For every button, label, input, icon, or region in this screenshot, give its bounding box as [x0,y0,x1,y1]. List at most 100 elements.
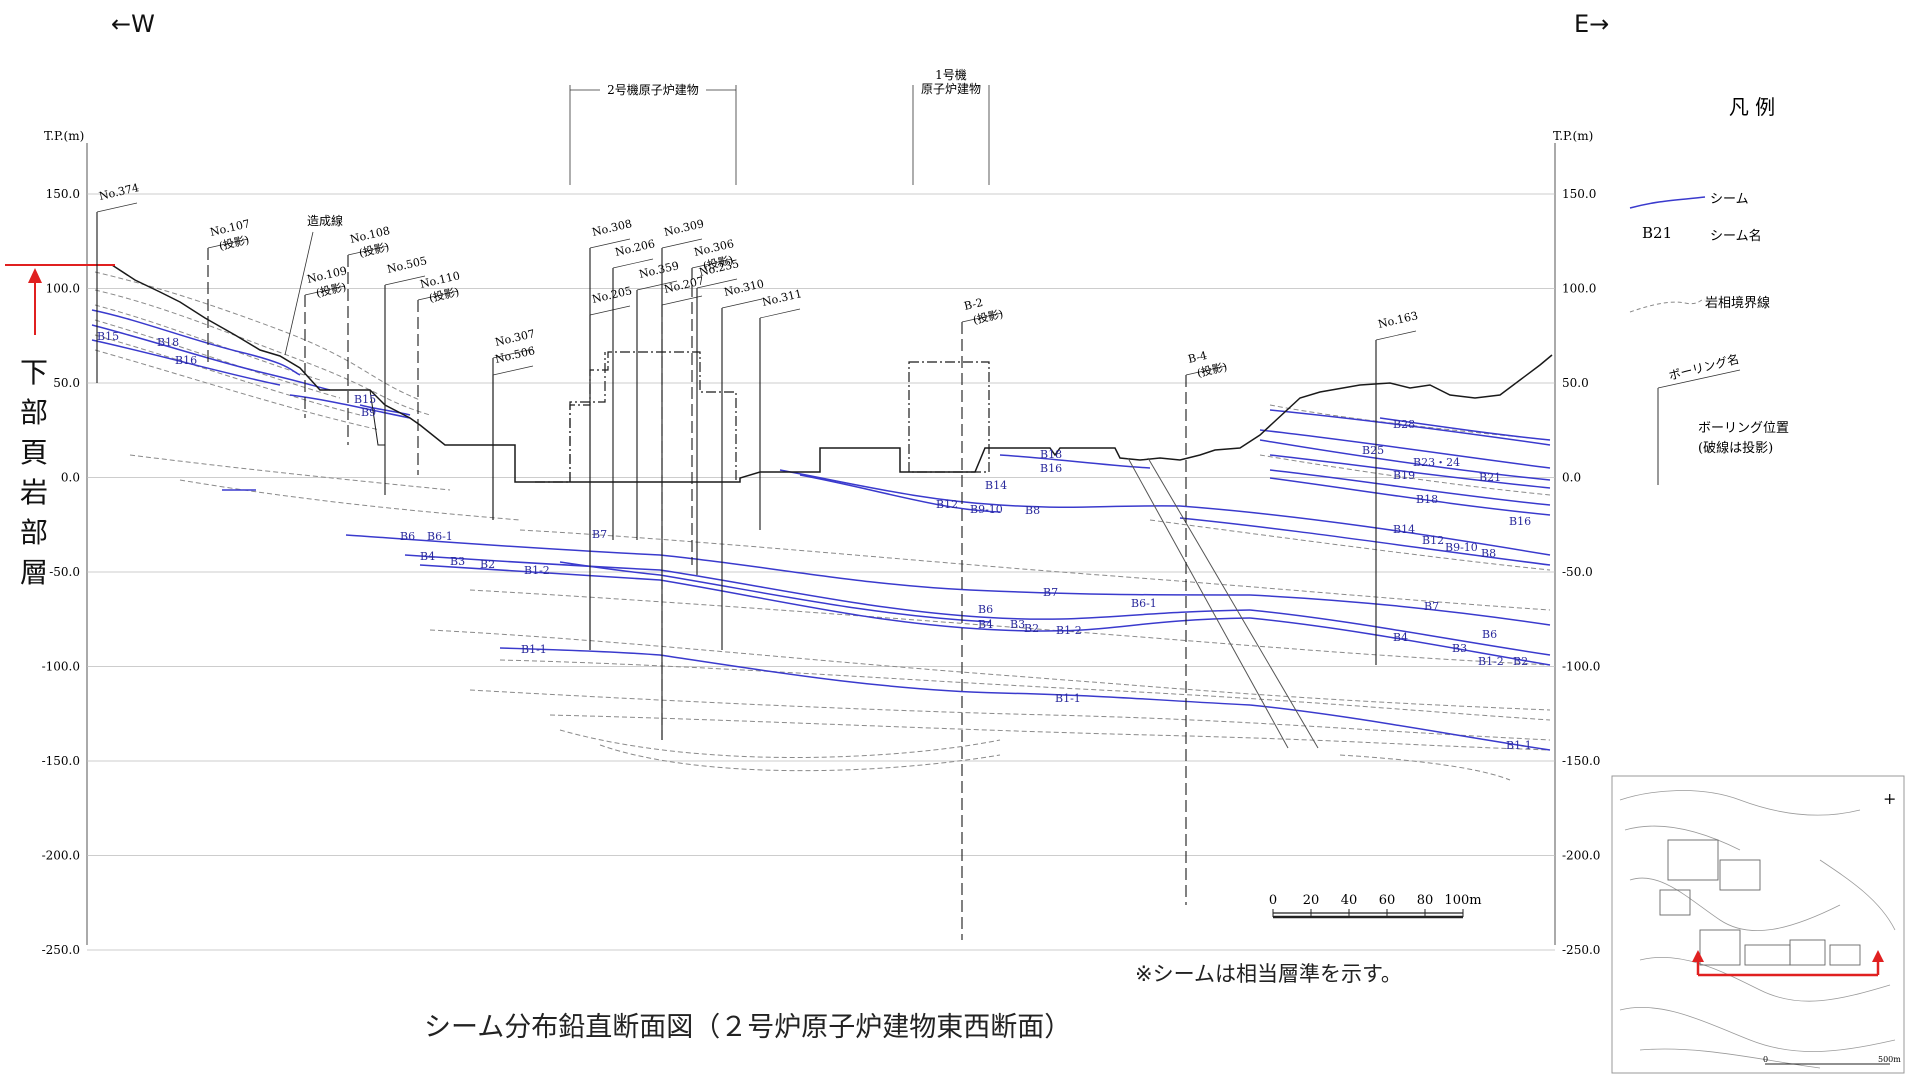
legend-seam-name-label: シーム名 [1710,228,1762,244]
legend-title: 凡 例 [1729,95,1775,119]
seam-label: B9-10 [1445,541,1478,554]
borehole-projection-note: (投影) [315,279,348,300]
unit2-reactor-building [535,351,737,483]
borehole-name: No.207 [663,274,705,296]
borehole-name: No.310 [723,277,765,299]
seam-label: B7 [592,528,607,541]
seam-label: B14 [1393,523,1415,536]
borehole-name: No.311 [761,287,803,309]
borehole-tag-leader [696,278,738,289]
tick-label-left: 150.0 [46,187,80,201]
borehole-name: B-4 [1187,349,1208,366]
seam-label: B28 [1393,418,1415,431]
tick-label-left: -250.0 [42,943,80,957]
legend-boring-position-line2: (破線は投影) [1698,440,1773,456]
seam-label: B6 [400,530,415,543]
tick-label-right: -50.0 [1562,565,1593,579]
seam-label: B25 [1362,444,1384,457]
seam-label: B18 [1416,493,1438,506]
legend-seam-line [1629,196,1706,209]
minimap-section-line [1692,950,1884,977]
seam-label: B16 [1509,515,1531,528]
borehole-tag-leader [661,238,703,249]
borehole-name: No.359 [638,259,680,281]
tick-label-right: -100.0 [1562,660,1600,674]
tick-label-left: 50.0 [53,376,80,390]
borehole-tag-leader [417,290,459,301]
legend-seam-name-sample: B21 [1642,224,1672,242]
seam-label: B16 [1040,462,1062,475]
tick-label-left: 100.0 [46,282,80,296]
borehole-name: No.163 [1377,309,1419,331]
borehole-lines: No.374No.107(投影)No.108(投影)No.109(投影)No.5… [96,181,1419,940]
borehole-tag-leader [304,285,346,296]
tick-label-left: -150.0 [42,754,80,768]
borehole-name: No.309 [663,217,705,239]
seam-label: B6-1 [427,530,453,543]
legend-boundary-label: 岩相境界線 [1705,295,1770,311]
tick-label-left: -100.0 [42,660,80,674]
scale-bar-label: 60 [1379,893,1396,908]
seam-label: B4 [1393,631,1408,644]
seam-label: B8 [1481,547,1496,560]
seam-label: B3 [1452,642,1467,655]
seam-label: B7 [1424,600,1439,613]
seam-label: B12 [936,498,958,511]
seam-label: B18 [157,336,179,349]
seam-label: B9 [361,406,376,419]
tick-label-right: -150.0 [1562,754,1600,768]
unit1-building-label-line1: 1号機 [935,67,967,82]
seam-label: B2 [480,558,495,571]
lower-shale-member-label: 下部頁岩部層 [19,356,48,589]
scale-bar-label: 20 [1303,893,1320,908]
building-brackets [569,85,990,185]
seam-label: B6 [1482,628,1497,641]
minimap-scale-zero: 0 [1763,1055,1768,1064]
scale-bar-label: 0 [1269,893,1277,908]
tick-label-right: 50.0 [1562,376,1589,390]
seam-label: B6-1 [1131,597,1157,610]
tick-label-left: 0.0 [61,471,80,485]
east-arrow-label: E→ [1574,10,1610,38]
borehole-tag-leader [1375,330,1417,341]
legend-seam-label: シーム [1710,192,1749,207]
excavation-line [369,389,385,446]
seam-lines [91,309,1551,751]
location-minimap: + 0 500m [1611,775,1905,1074]
axis-title-right: T.P.(m) [1553,129,1593,143]
tick-label-right: 100.0 [1562,282,1596,296]
seam-label: B1-2 [1478,655,1504,668]
unit2-building-label: 2号機原子炉建物 [607,82,699,97]
seam-label: B6 [978,603,993,616]
tick-label-left: -200.0 [42,849,80,863]
borehole-tag-leader [492,348,534,359]
seam-label: B14 [985,479,1007,492]
borehole-tag-leader [589,238,631,249]
borehole-projection-note: (投影) [218,232,251,253]
borehole-tag-leader [721,298,763,309]
elevation-grid [87,193,1555,951]
minimap-scale-label: 500m [1878,1055,1901,1064]
tick-label-right: 150.0 [1562,187,1596,201]
seam-label: B19 [1393,469,1415,482]
legend-boring-position-line1: ボーリング位置 [1698,421,1789,436]
lower-shale-marker [5,264,115,335]
borehole-tag-leader [636,280,678,291]
borehole-tag-leader [612,258,654,269]
borehole-name: No.308 [591,217,633,239]
legend-boundary-line [1629,299,1706,313]
seam-note: ※シームは相当層準を示す。 [1135,962,1402,986]
fault-zone [1127,457,1319,749]
borehole-projection-note: (投影) [428,284,461,305]
seam-label: B2 [1513,655,1528,668]
seam-label: B3 [450,555,465,568]
borehole-projection-note: (投影) [702,252,735,273]
seam-label: B8 [1025,504,1040,517]
seam-label: B15 [97,330,119,343]
seam-label: B9-10 [970,503,1003,516]
borehole-name: No.505 [386,254,428,276]
legend: 凡 例 シーム B21 シーム名 岩相境界線 ボーリング名 ボーリング位置 (破… [1629,95,1789,485]
